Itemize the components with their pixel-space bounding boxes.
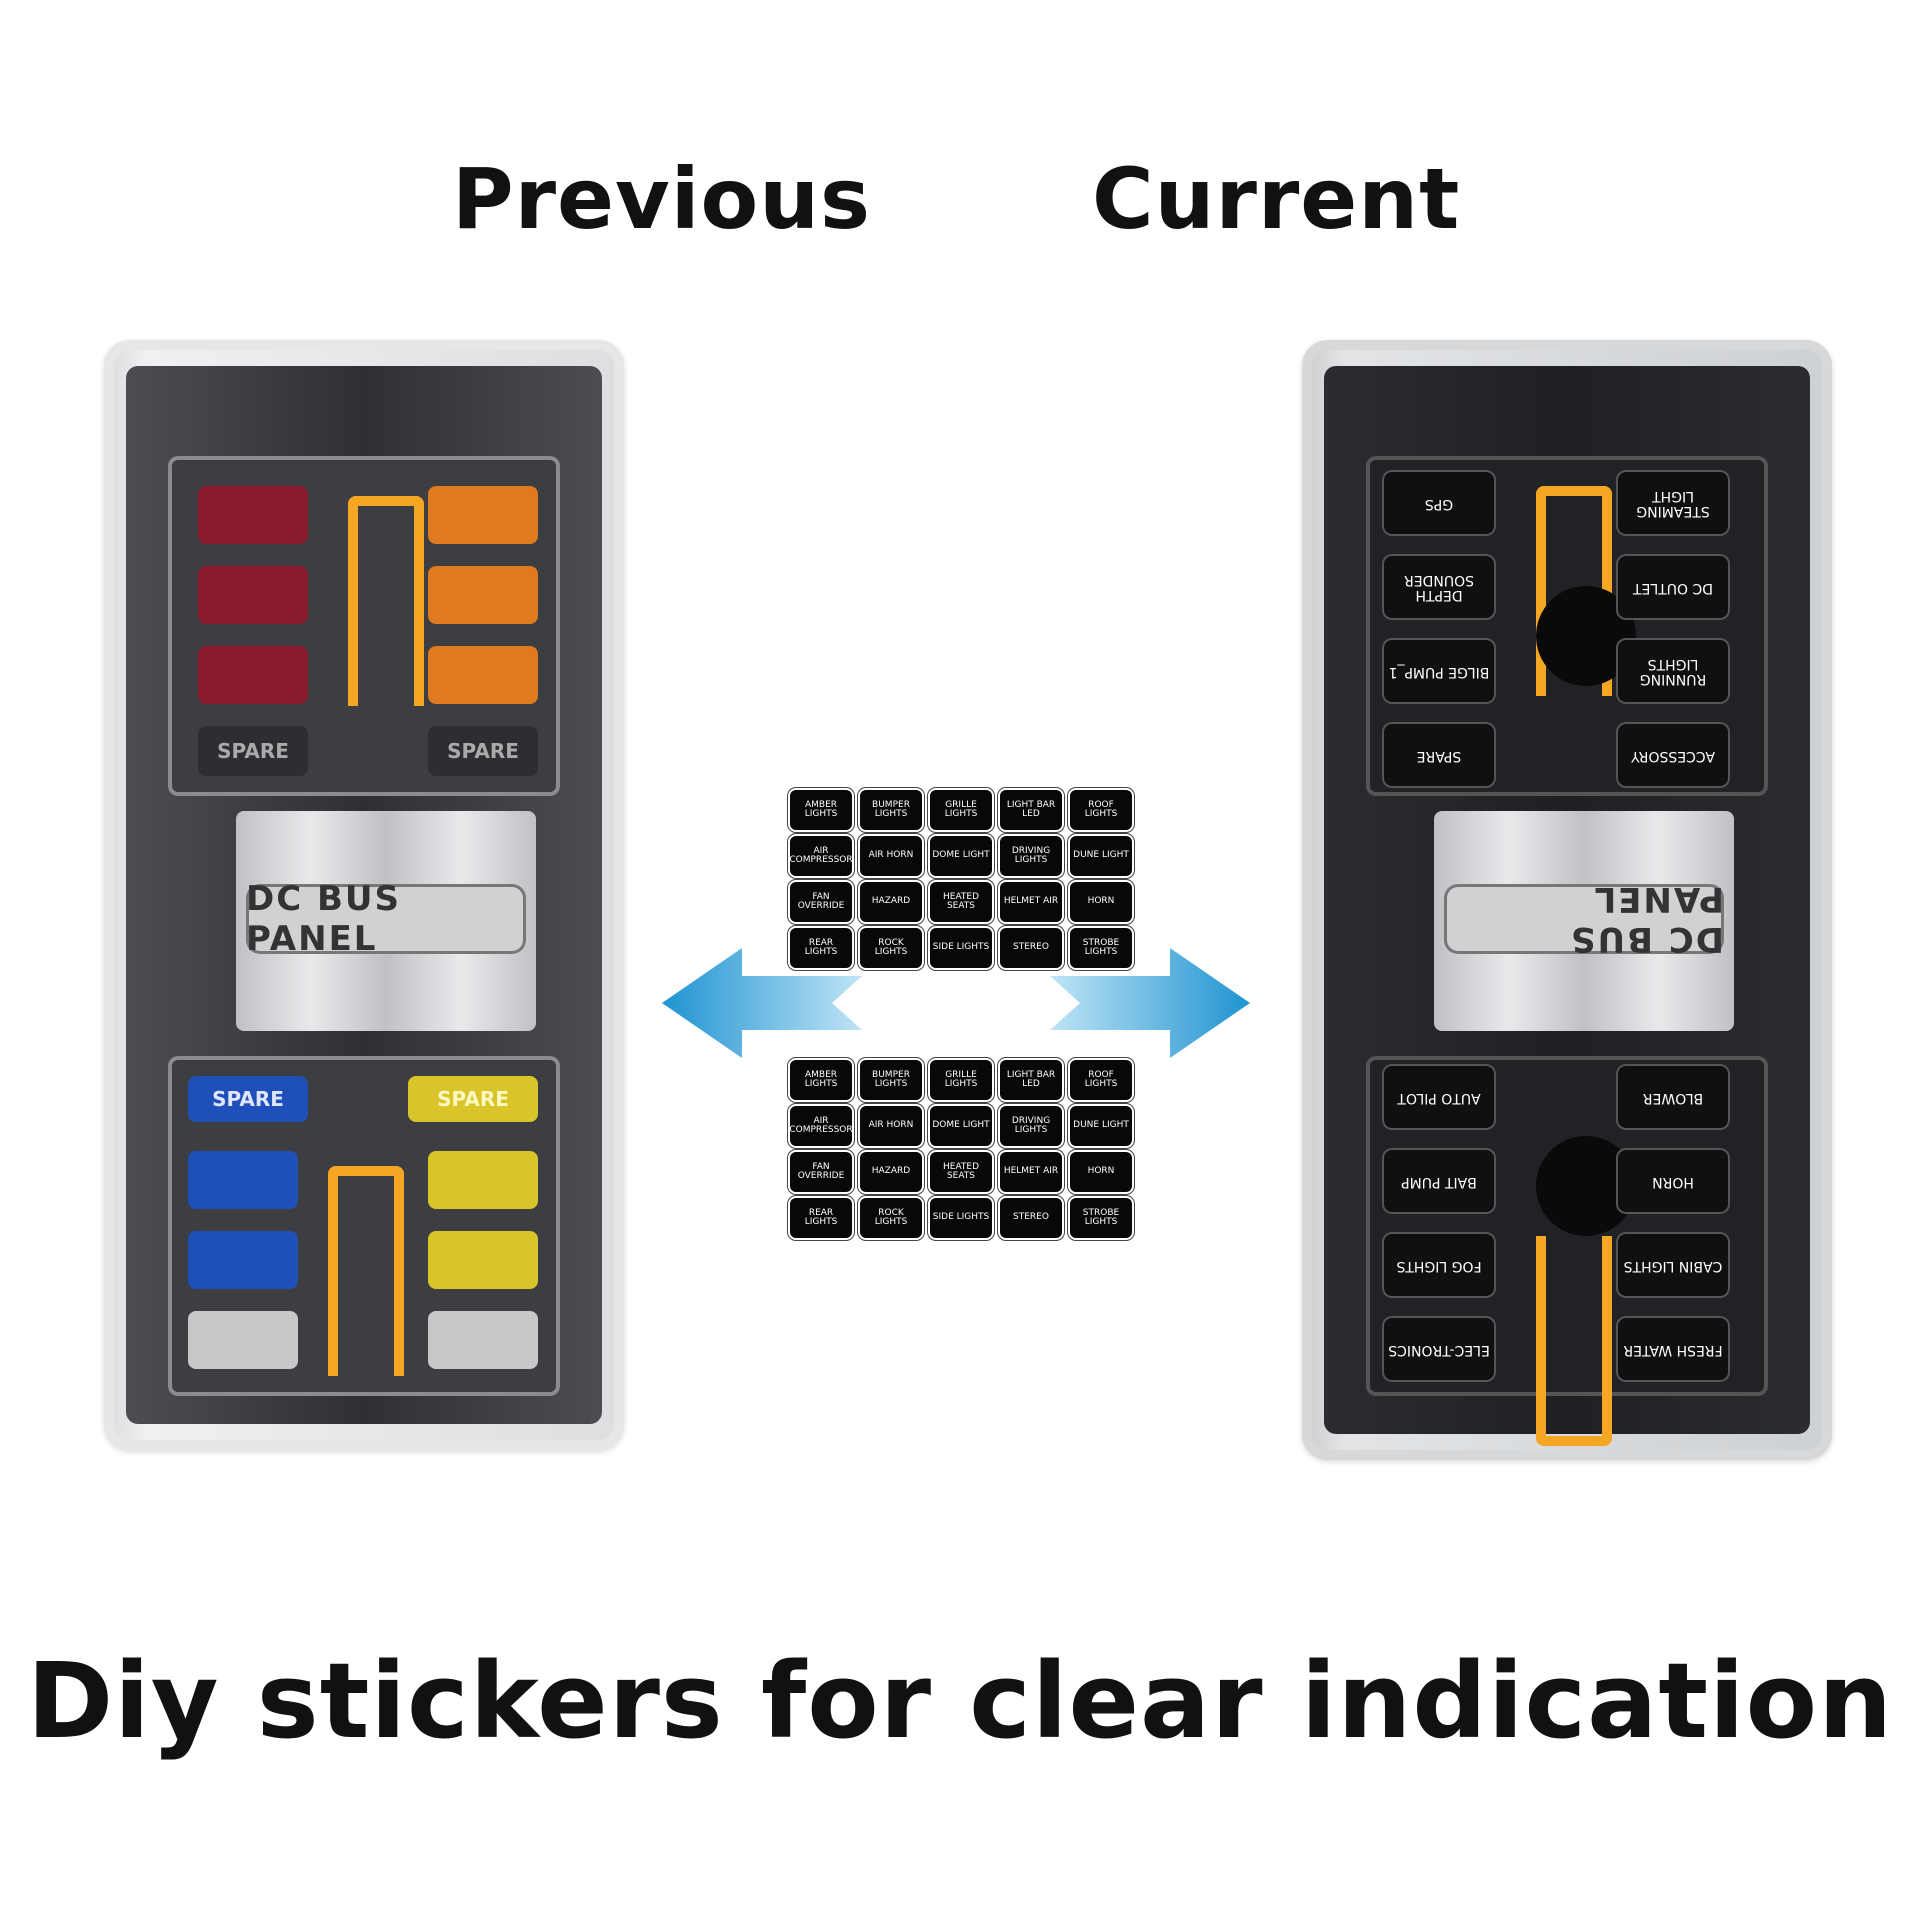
sticker: HEATED SEATS (930, 1152, 992, 1192)
blue-fuse (188, 1231, 298, 1289)
sticker: ROCK LIGHTS (860, 1198, 922, 1238)
sticker: AIR COMPRESSOR (789, 836, 853, 876)
sticker: STROBE LIGHTS (1070, 1198, 1132, 1238)
sticker: HEATED SEATS (930, 882, 992, 922)
sticker: REAR LIGHTS (790, 928, 852, 968)
sticker: AIR HORN (860, 836, 922, 876)
top-fuse-block: SPARE SPARE (168, 456, 560, 796)
fuse-label-sticker: SPARE (1384, 724, 1494, 786)
sticker: DRIVING LIGHTS (1000, 1106, 1062, 1146)
sticker: BUMPER LIGHTS (860, 790, 922, 830)
fuse-label-sticker: GPS (1384, 472, 1494, 534)
sticker: STROBE LIGHTS (1070, 928, 1132, 968)
spare-label: SPARE (188, 1076, 308, 1122)
spare-label: SPARE (428, 726, 538, 776)
fuse-label-sticker: DC OUTLET (1618, 556, 1728, 618)
red-fuse (198, 566, 308, 624)
previous-heading: Previous (452, 150, 872, 248)
sticker: HELMET AIR (1000, 882, 1062, 922)
fuse-label-sticker: FRESH WATER (1618, 1318, 1728, 1380)
bus-panel-label: DC BUS PANEL (1444, 879, 1724, 959)
sticker: GRILLE LIGHTS (930, 1060, 992, 1100)
fuse-label-sticker: BAIT PUMP (1384, 1150, 1494, 1212)
fuse-label-sticker: BILGE PUMP_1 (1384, 640, 1494, 702)
sticker: HORN (1070, 1152, 1132, 1192)
orange-fuse (428, 566, 538, 624)
sticker: HAZARD (860, 882, 922, 922)
sticker: ROCK LIGHTS (860, 928, 922, 968)
sticker: ROOF LIGHTS (1070, 1060, 1132, 1100)
fuse-label-sticker: HORN (1618, 1150, 1728, 1212)
sticker: DOME LIGHT (930, 836, 992, 876)
spare-label: SPARE (198, 726, 308, 776)
orange-fuse (428, 486, 538, 544)
fuse-label-sticker: ELEC-TRONICS (1384, 1318, 1494, 1380)
bottom-fuse-block: SPARE SPARE (168, 1056, 560, 1396)
orange-fuse (428, 646, 538, 704)
busbar-link (348, 496, 424, 706)
clear-fuse (428, 1311, 538, 1369)
sticker: FAN OVERRIDE (790, 882, 852, 922)
sticker: AMBER LIGHTS (790, 1060, 852, 1100)
fuse-label-sticker: DEPTH SOUNDER (1384, 556, 1494, 618)
top-fuse-block: GPS DEPTH SOUNDER BILGE PUMP_1 SPARE STE… (1366, 456, 1768, 796)
current-heading: Current (1092, 150, 1461, 248)
sticker: DRIVING LIGHTS (1000, 836, 1062, 876)
sticker: SIDE LIGHTS (930, 1198, 992, 1238)
fuse-label-sticker: FOG LIGHTS (1384, 1234, 1494, 1296)
fuse-label-sticker: RUNNING LIGHTS (1618, 640, 1728, 702)
arrow-left-icon (662, 948, 862, 1058)
sticker: DOME LIGHT (930, 1106, 992, 1146)
sticker: STEREO (1000, 1198, 1062, 1238)
sticker: HAZARD (860, 1152, 922, 1192)
fuse-box-housing: SPARE SPARE DC BUS PANEL SPARE SPARE (126, 366, 602, 1424)
fuse-label-sticker: ACCESSORY (1618, 724, 1728, 786)
sticker: STEREO (1000, 928, 1062, 968)
bottom-fuse-block: AUTO PILOT BAIT PUMP FOG LIGHTS ELEC-TRO… (1366, 1056, 1768, 1446)
current-fuse-box: GPS DEPTH SOUNDER BILGE PUMP_1 SPARE STE… (1302, 340, 1832, 1460)
sticker: LIGHT BAR LED (1000, 1060, 1062, 1100)
sticker: ROOF LIGHTS (1070, 790, 1132, 830)
sticker: DUNE LIGHT (1070, 836, 1132, 876)
sticker: AIR COMPRESSOR (789, 1106, 853, 1146)
yellow-fuse (428, 1231, 538, 1289)
fuse-label-sticker: STEAMING LIGHT (1618, 472, 1728, 534)
fuse-box-housing: GPS DEPTH SOUNDER BILGE PUMP_1 SPARE STE… (1324, 366, 1810, 1446)
fuse-label-sticker: CABIN LIGHTS (1618, 1234, 1728, 1296)
fuse-label-sticker: BLOWER (1618, 1066, 1728, 1128)
yellow-fuse (428, 1151, 538, 1209)
fuse-label-sticker: AUTO PILOT (1384, 1066, 1494, 1128)
clear-fuse (188, 1311, 298, 1369)
busbar-link (1536, 1236, 1612, 1446)
sticker: DUNE LIGHT (1070, 1106, 1132, 1146)
blue-fuse (188, 1151, 298, 1209)
sticker: HORN (1070, 882, 1132, 922)
red-fuse (198, 646, 308, 704)
previous-fuse-box: SPARE SPARE DC BUS PANEL SPARE SPARE (104, 340, 624, 1450)
sticker: LIGHT BAR LED (1000, 790, 1062, 830)
arrow-right-icon (1050, 948, 1250, 1058)
sticker: AMBER LIGHTS (790, 790, 852, 830)
sticker: GRILLE LIGHTS (930, 790, 992, 830)
sticker: AIR HORN (860, 1106, 922, 1146)
caption: Diy stickers for clear indication (26, 1640, 1894, 1762)
sticker: FAN OVERRIDE (790, 1152, 852, 1192)
sticker: SIDE LIGHTS (930, 928, 992, 968)
red-fuse (198, 486, 308, 544)
busbar-link (328, 1166, 404, 1376)
sticker: BUMPER LIGHTS (860, 1060, 922, 1100)
bus-panel-label: DC BUS PANEL (246, 879, 526, 959)
sticker: REAR LIGHTS (790, 1198, 852, 1238)
spare-label: SPARE (408, 1076, 538, 1122)
sticker: HELMET AIR (1000, 1152, 1062, 1192)
